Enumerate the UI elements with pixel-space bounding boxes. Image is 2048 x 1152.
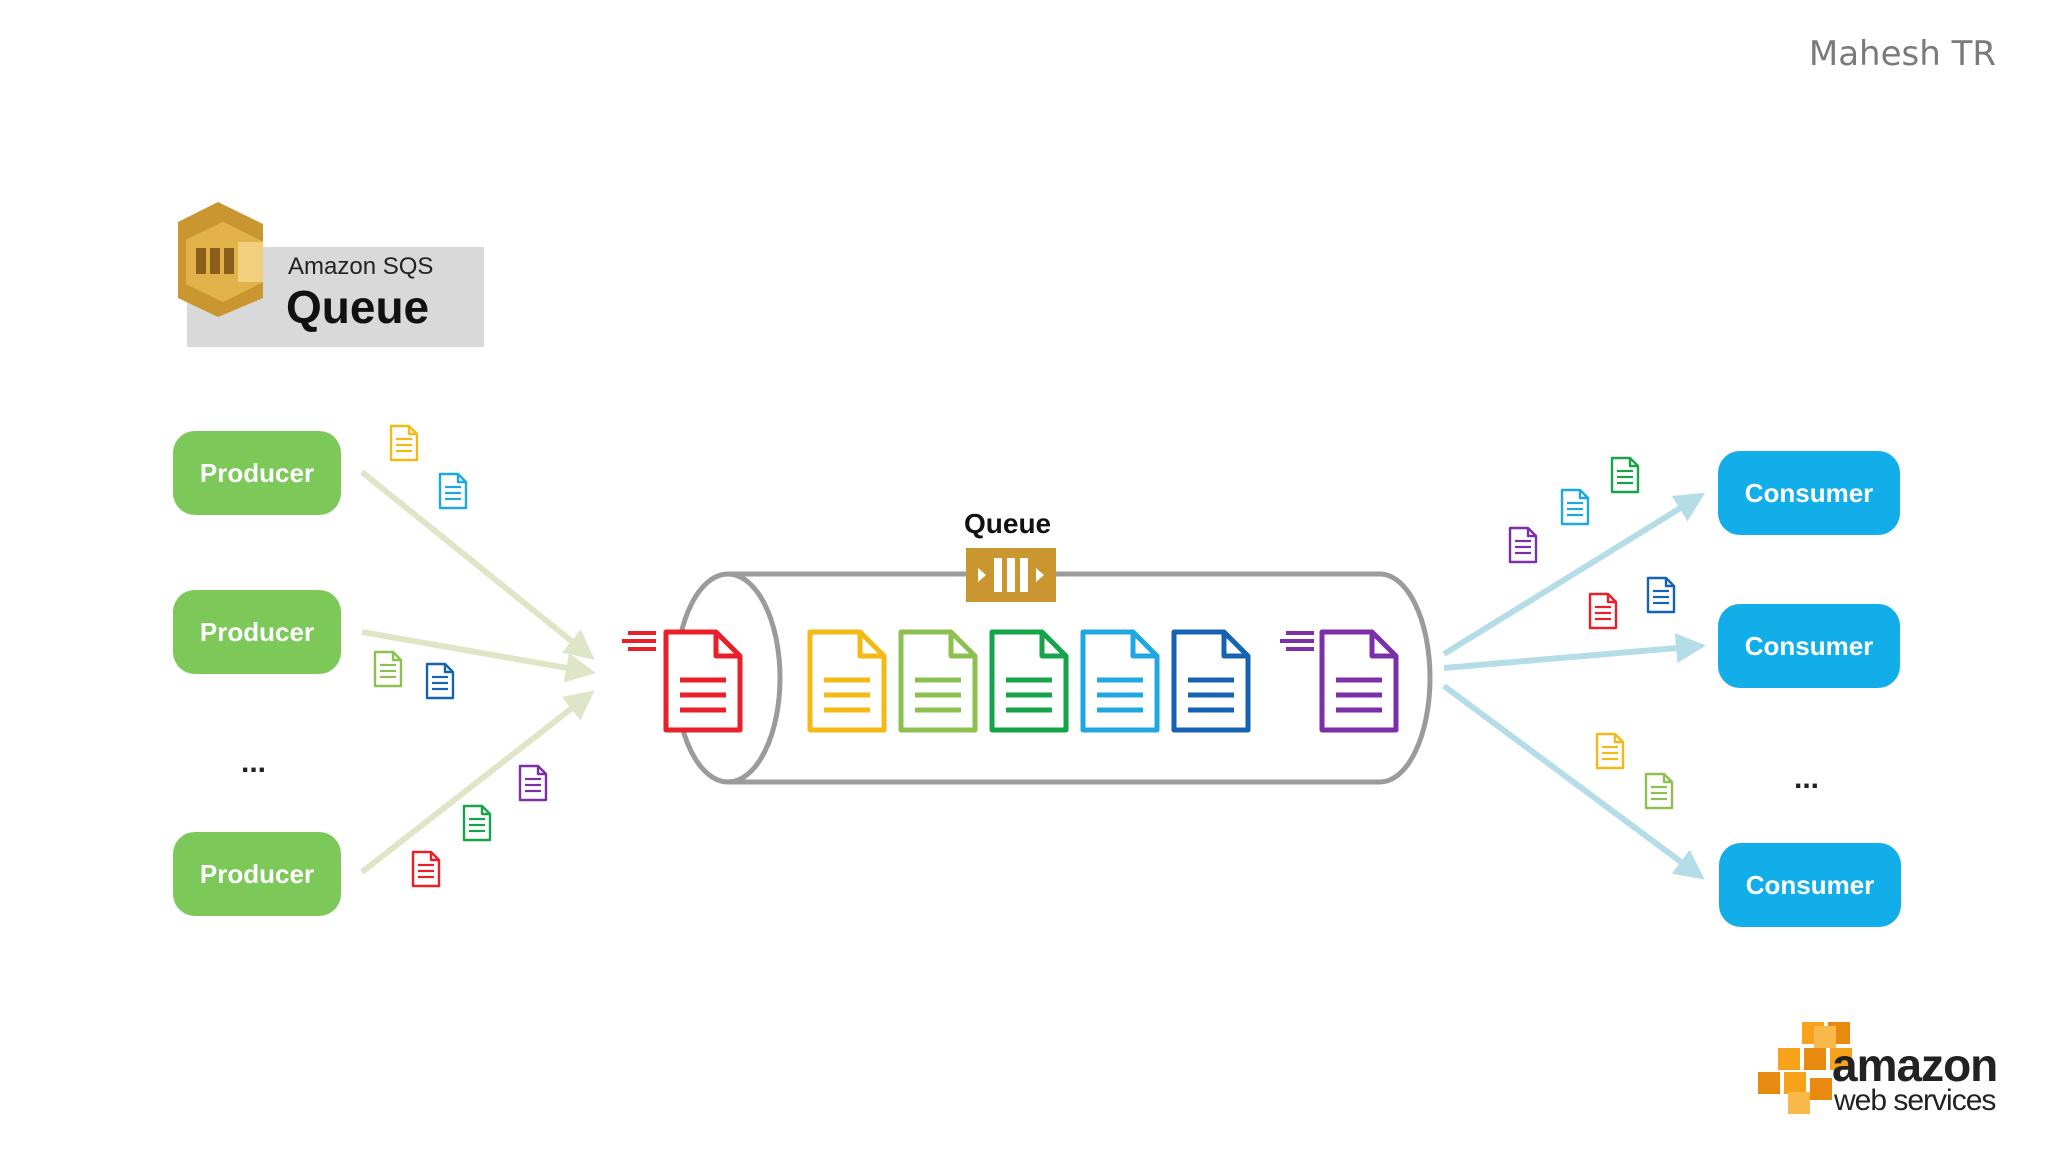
message-icon — [1646, 576, 1676, 614]
consumer-node: Consumer — [1719, 843, 1901, 927]
producer-node: Producer — [173, 590, 341, 674]
producer-messages — [373, 424, 548, 888]
queued-document-icon — [1083, 632, 1157, 730]
leaving-document-icon — [1322, 632, 1396, 730]
message-icon — [373, 650, 403, 688]
producer-node: Producer — [173, 431, 341, 515]
queued-document-icon — [810, 632, 884, 730]
message-icon — [1610, 456, 1640, 494]
author-name: Mahesh TR — [1808, 34, 1996, 74]
message-icon — [462, 804, 492, 842]
message-icon — [1560, 488, 1590, 526]
message-icon — [1508, 526, 1538, 564]
queued-document-icon — [901, 632, 975, 730]
message-icon — [411, 850, 441, 888]
sqs-title: Queue — [286, 281, 430, 333]
queued-document-icon — [1174, 632, 1248, 730]
message-icon — [518, 764, 548, 802]
queue-documents — [622, 632, 1396, 730]
message-icon — [1644, 772, 1674, 810]
entering-document-icon — [666, 632, 740, 730]
queue-label: Queue — [964, 508, 1052, 539]
sqs-queue-icon — [178, 202, 263, 317]
producer-arrows — [360, 469, 596, 875]
consumer-node: Consumer — [1718, 451, 1900, 535]
aws-cubes-icon — [1758, 1022, 1852, 1114]
producer-node: Producer — [173, 832, 341, 916]
sqs-subtitle: Amazon SQS — [288, 253, 434, 280]
message-icon — [1588, 592, 1618, 630]
message-icon — [438, 472, 468, 510]
message-icon — [389, 424, 419, 462]
consumer-ellipsis: ... — [1794, 762, 1820, 795]
message-icon — [1595, 732, 1625, 770]
message-icon — [425, 662, 455, 700]
consumer-node: Consumer — [1718, 604, 1900, 688]
consumer-arrows — [1442, 492, 1706, 880]
aws-logo-amazon: amazon — [1832, 1039, 1998, 1091]
queued-document-icon — [992, 632, 1066, 730]
producer-ellipsis: ... — [241, 746, 267, 779]
aws-logo-webservices: web services — [1834, 1084, 1996, 1117]
queue-badge-icon — [966, 548, 1056, 602]
